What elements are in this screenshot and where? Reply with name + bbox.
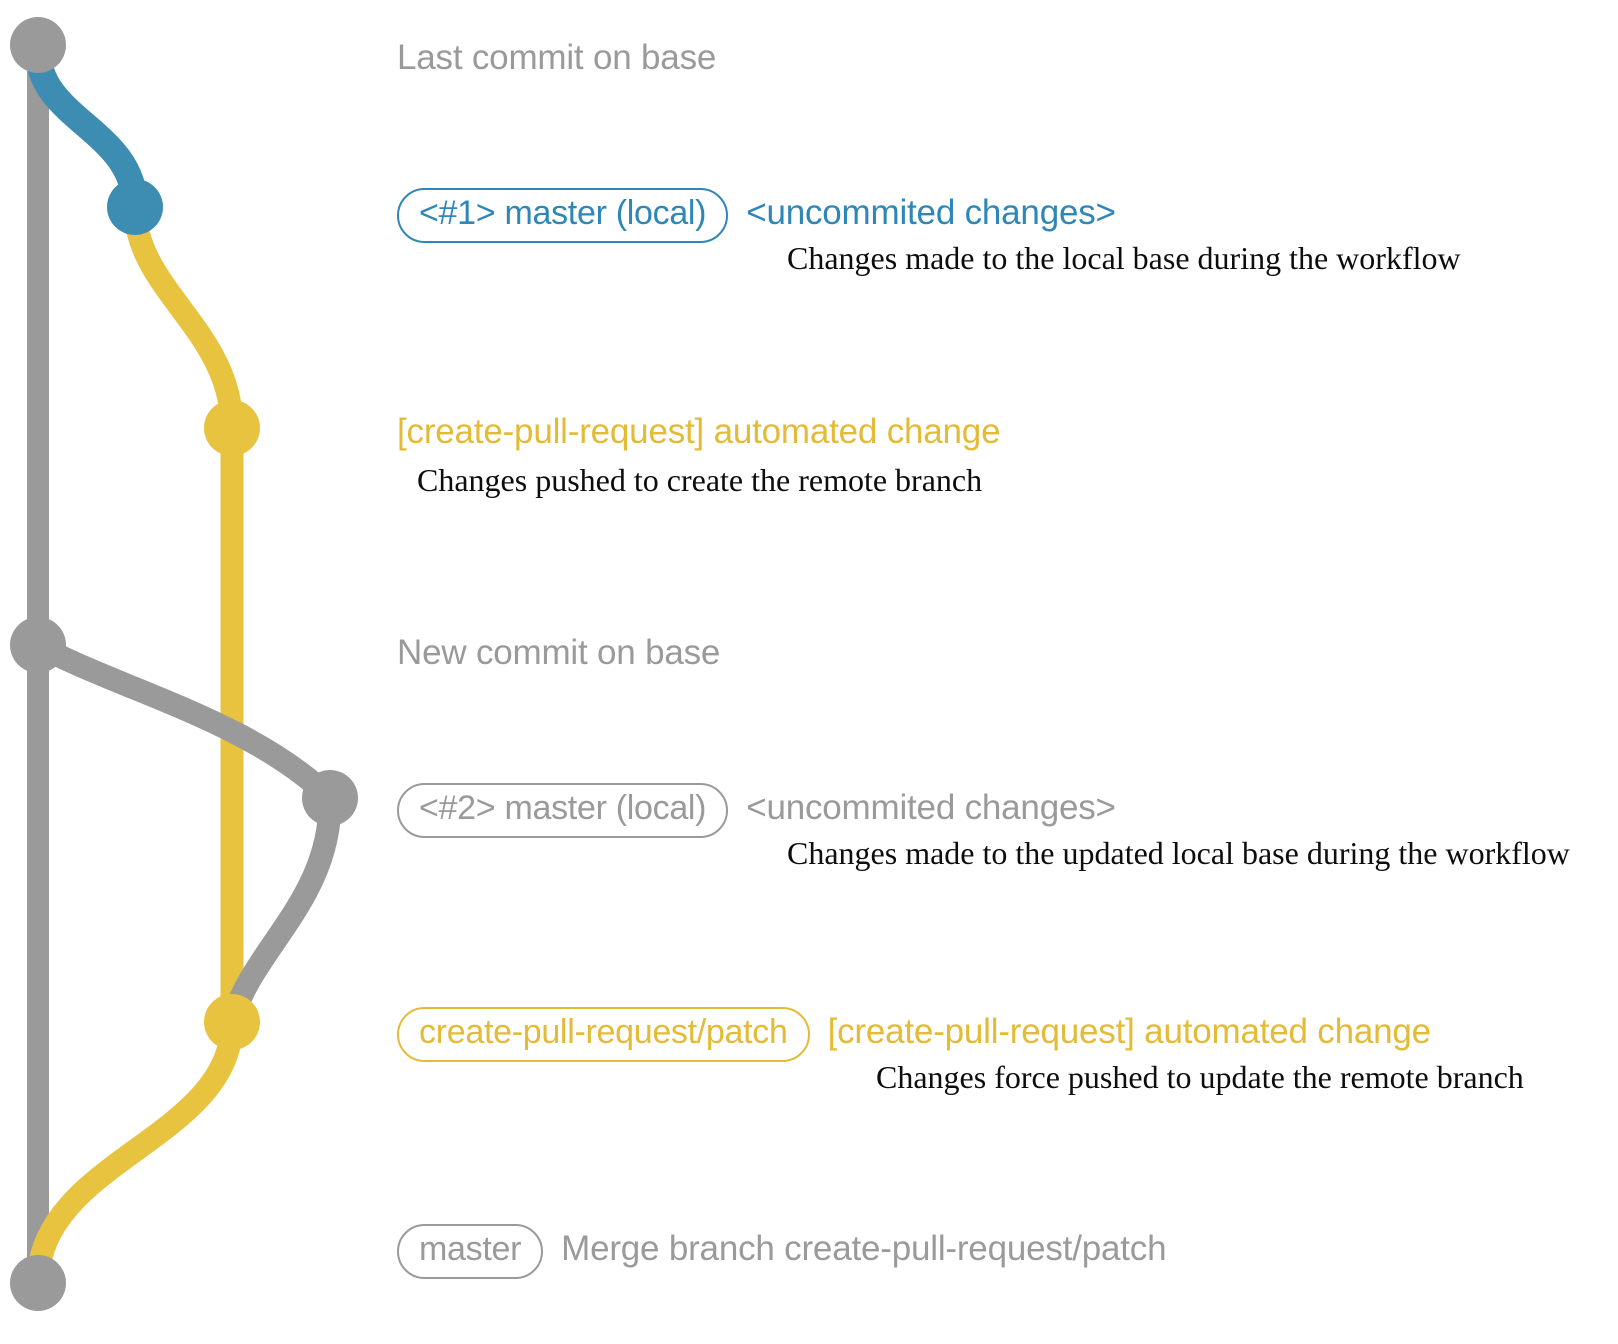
branch-badge-patch[interactable]: create-pull-request/patch [397,1007,810,1062]
branch-badge-master[interactable]: master [397,1224,544,1279]
commit-title: Last commit on base [397,38,717,77]
commit-node-last-base[interactable] [10,17,66,73]
commit-node-merge[interactable] [10,1255,66,1311]
commit-description-patch-2: Changes force pushed to update the remot… [876,1059,1524,1095]
merge-edge-yellow [26,1010,244,1295]
commit-row-local-1: <#1> master (local) <uncommited changes> [397,188,1116,243]
commit-row-new-base: New commit on base [397,633,720,673]
commit-node-new-base[interactable] [10,617,66,673]
commit-row-merge: master Merge branch create-pull-request/… [397,1224,1167,1279]
commit-title: [create-pull-request] automated change [397,412,1001,451]
commit-graph [10,17,358,1311]
commit-description-local-1: Changes made to the local base during th… [787,240,1461,276]
commit-row-local-2: <#2> master (local) <uncommited changes> [397,783,1116,838]
commit-node-patch-1[interactable] [204,400,260,456]
branch-badge-local-1[interactable]: <#1> master (local) [397,188,729,243]
commit-node-local-1[interactable] [107,179,163,235]
commit-title: [create-pull-request] automated change [827,1012,1432,1051]
commit-title: New commit on base [397,633,721,672]
commit-title: <uncommited changes> [746,193,1116,232]
updated-local-to-patch-edge-gray [220,786,342,1034]
branch-badge-local-2[interactable]: <#2> master (local) [397,783,729,838]
remote-branch-edge-yellow-top [123,195,244,440]
commit-row-patch-1: [create-pull-request] automated change [397,412,1001,452]
commit-description-local-2: Changes made to the updated local base d… [787,835,1570,871]
commit-title: Merge branch create-pull-request/patch [561,1229,1167,1268]
commit-node-patch-2[interactable] [204,994,260,1050]
commit-title: <uncommited changes> [746,788,1116,827]
commit-row-patch-2: create-pull-request/patch [create-pull-r… [397,1007,1431,1062]
commit-row-last-base: Last commit on base [397,38,716,78]
commit-description-patch-1: Changes pushed to create the remote bran… [417,462,983,498]
updated-local-edge-gray [26,633,342,810]
commit-node-local-2[interactable] [302,770,358,826]
